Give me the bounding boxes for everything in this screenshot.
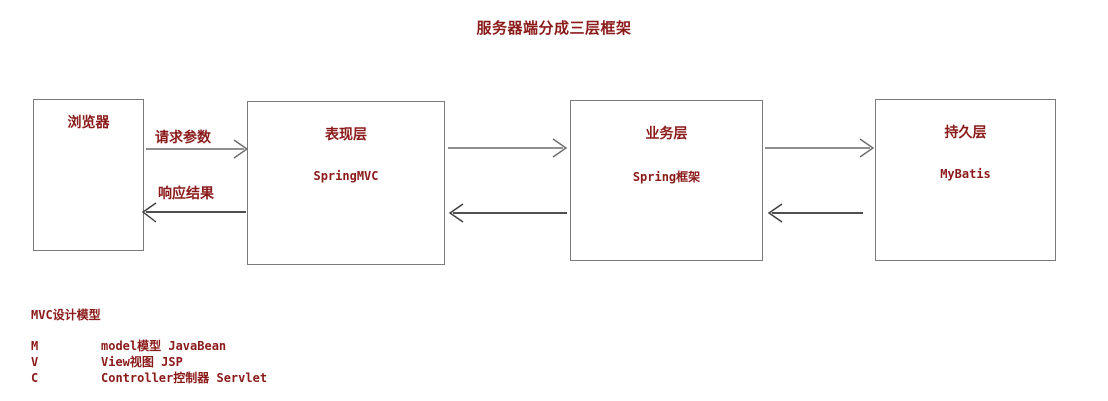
arrow-label-request-parameters: 请求参数	[155, 130, 211, 146]
box-service-heading: 业务层	[645, 126, 688, 142]
legend-key-c: C	[31, 371, 39, 385]
mvc-legend: MVC设计模型 M model模型 JavaBean V View视图 JSP …	[31, 306, 267, 386]
page-title: 服务器端分成三层框架	[476, 19, 632, 37]
arrow-browser-to-presentation	[146, 139, 249, 159]
box-presentation-heading: 表现层	[325, 127, 367, 143]
box-service-tech: Spring框架	[632, 170, 701, 184]
box-presentation-tech: SpringMVC	[313, 169, 379, 183]
arrow-service-to-persistence	[765, 138, 875, 158]
legend-desc-m: model模型 JavaBean	[101, 339, 227, 353]
legend-row-model: M model模型 JavaBean	[31, 338, 267, 354]
arrow-persistence-to-service	[767, 203, 863, 223]
legend-desc-c: Controller控制器 Servlet	[101, 371, 268, 385]
arrow-presentation-to-browser	[141, 202, 246, 223]
arrow-label-response-result: 响应结果	[158, 186, 214, 202]
legend-desc-v: View视图 JSP	[101, 355, 183, 369]
legend-key-m: M	[31, 339, 39, 353]
legend-title: MVC设计模型	[31, 308, 101, 322]
legend-key-v: V	[31, 355, 39, 369]
box-presentation-layer: 表现层 SpringMVC	[247, 101, 445, 265]
arrow-service-to-presentation	[448, 203, 567, 223]
box-persistence-layer: 持久层 MyBatis	[875, 99, 1056, 261]
box-browser: 浏览器	[33, 99, 144, 251]
box-browser-heading: 浏览器	[67, 115, 110, 131]
box-persistence-heading: 持久层	[944, 125, 987, 141]
legend-row-view: V View视图 JSP	[31, 354, 267, 370]
box-service-layer: 业务层 Spring框架	[570, 100, 763, 261]
box-persistence-tech: MyBatis	[940, 167, 991, 181]
legend-row-controller: C Controller控制器 Servlet	[31, 370, 267, 386]
arrow-presentation-to-service	[448, 138, 568, 158]
